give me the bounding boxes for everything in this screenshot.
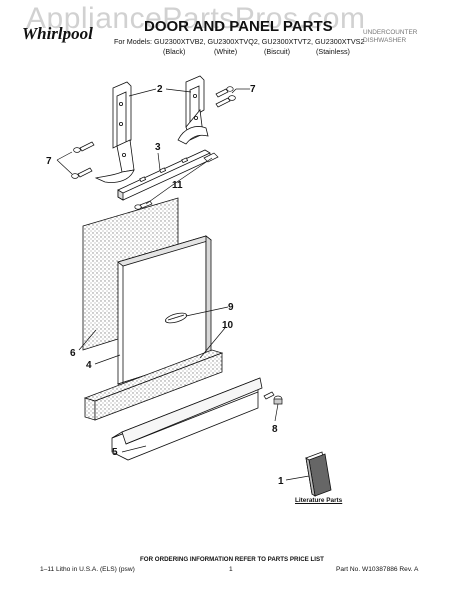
literature-booklet [305,451,332,497]
access-panel-screw [263,391,283,405]
product-type-line1: UNDERCOUNTER [363,29,418,36]
watermark: AppliancePartsPros.com [26,2,366,35]
color-stainless: (Stainless) [316,47,350,56]
footer-litho: 1–11 Litho in U.S.A. (ELS) (psw) [40,566,135,573]
ordering-note: FOR ORDERING INFORMATION REFER TO PARTS … [140,556,324,563]
left-hinge [94,81,135,183]
door-handle-recess [164,312,188,324]
color-white: (White) [214,47,238,56]
product-type: UNDERCOUNTER DISHWASHER [363,29,417,45]
screws-left [71,141,95,179]
literature-parts-label: Literature Parts [295,497,343,504]
brand-logo: Whirlpool [22,24,93,43]
clip-and-screw [134,152,219,210]
callout-7-left: 7 [46,156,52,167]
product-type-line2: DISHWASHER [363,37,407,44]
model-list: For Models: GU2300XTVB2, GU2300XTVQ2, GU… [114,37,365,46]
callout-9: 9 [228,302,234,313]
leader-lines [56,88,310,481]
callout-6: 6 [70,348,76,359]
callout-4: 4 [86,360,92,371]
toe-insulation [83,349,224,421]
color-black: (Black) [163,47,186,56]
callout-1: 1 [278,476,284,487]
callout-7-right: 7 [250,84,256,95]
access-panel [111,377,263,461]
callout-5: 5 [112,447,118,458]
color-biscuit: (Biscuit) [264,47,290,56]
screws-right [215,86,236,108]
footer-page-number: 1 [229,566,233,573]
callout-3: 3 [155,142,161,153]
callout-8: 8 [272,424,278,435]
footer-part-number: Part No. W10387886 Rev. A [336,566,419,573]
page-title: DOOR AND PANEL PARTS [144,18,333,35]
callout-2: 2 [157,84,163,95]
callout-11: 11 [172,180,183,191]
callout-10: 10 [222,320,234,331]
right-hinge [177,75,209,145]
